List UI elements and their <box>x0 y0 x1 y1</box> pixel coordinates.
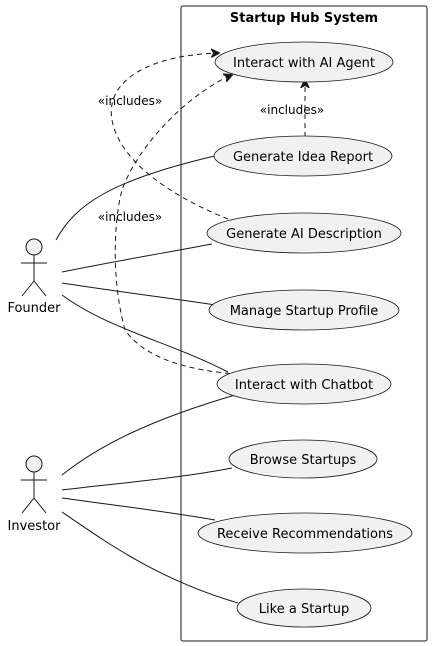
actor-label: Founder <box>7 301 61 316</box>
stick-figure-icon <box>21 455 47 514</box>
include-label-3: «includes» <box>98 210 162 224</box>
assoc-investor-recommendations <box>61 497 216 521</box>
use-case-label: Generate Idea Report <box>233 150 373 165</box>
use-case-ellipse[interactable] <box>206 212 402 254</box>
use-case-label: Browse Startups <box>250 453 357 468</box>
use-case-label: Interact with Chatbot <box>235 378 373 393</box>
include-label-1: «includes» <box>98 94 162 108</box>
actor-label: Investor <box>8 519 62 534</box>
include-dependencies <box>110 53 305 376</box>
use-case-label: Receive Recommendations <box>217 527 393 542</box>
actor-founder[interactable]: Founder <box>7 238 61 316</box>
assoc-investor-browse <box>61 467 233 491</box>
include-ai-description-arrow <box>110 53 229 220</box>
assoc-investor-like <box>61 511 239 604</box>
use-case-ellipse[interactable] <box>236 588 372 628</box>
use-case-browse[interactable]: Browse Startups <box>228 439 378 479</box>
use-case-label: Like a Startup <box>259 602 349 617</box>
associations <box>55 154 239 604</box>
use-cases: Interact with AI Agent Generate Idea Rep… <box>197 41 413 628</box>
use-case-ellipse[interactable] <box>208 289 400 331</box>
stick-figure-icon <box>21 238 47 297</box>
assoc-founder-manage-profile <box>61 282 217 306</box>
use-case-label: Generate AI Description <box>226 227 382 242</box>
use-case-label: Manage Startup Profile <box>230 304 379 319</box>
use-case-ellipse[interactable] <box>216 363 392 405</box>
use-case-label: Interact with AI Agent <box>233 56 375 71</box>
use-case-ellipse[interactable] <box>214 41 394 83</box>
assoc-founder-chatbot <box>61 294 229 373</box>
system-title: Startup Hub System <box>230 11 378 26</box>
use-case-like[interactable]: Like a Startup <box>236 588 372 628</box>
actor-investor[interactable]: Investor <box>8 455 62 534</box>
use-case-idea-report[interactable]: Generate Idea Report <box>213 135 393 177</box>
assoc-investor-chatbot <box>61 394 236 476</box>
use-case-ellipse[interactable] <box>197 512 413 554</box>
use-case-ai-agent[interactable]: Interact with AI Agent <box>214 41 394 83</box>
relation-labels: «includes» «includes» «includes» <box>98 94 324 224</box>
use-case-ellipse[interactable] <box>228 439 378 479</box>
use-case-manage-profile[interactable]: Manage Startup Profile <box>208 289 400 331</box>
assoc-founder-ai-description <box>61 243 213 273</box>
assoc-founder-idea-report <box>55 154 220 241</box>
use-case-ellipse[interactable] <box>213 135 393 177</box>
include-label-2: «includes» <box>260 103 324 117</box>
use-case-recommendations[interactable]: Receive Recommendations <box>197 512 413 554</box>
use-case-ai-description[interactable]: Generate AI Description <box>206 212 402 254</box>
use-case-chatbot[interactable]: Interact with Chatbot <box>216 363 392 405</box>
